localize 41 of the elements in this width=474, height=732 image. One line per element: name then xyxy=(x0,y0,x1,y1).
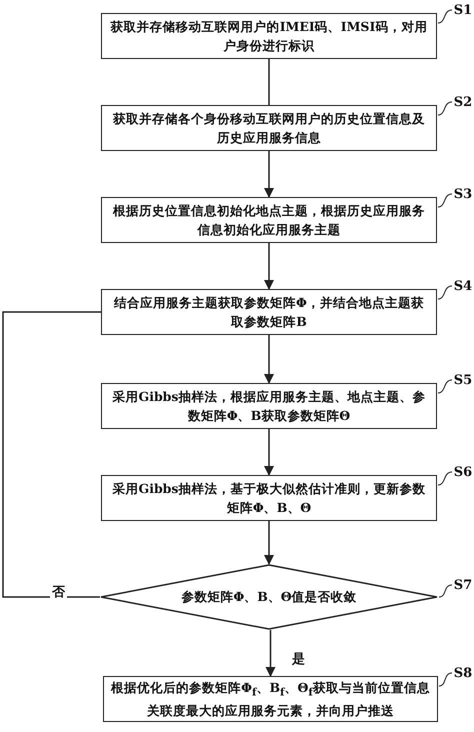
step-text: 根据优化后的参数矩阵Φ$_{f}$、B$_{f}$、Θ$_{f}$获取与当前位置信息关联度最大的应用服务元素，并向用户推送 xyxy=(110,679,431,720)
leader-line xyxy=(438,380,452,394)
process-box xyxy=(101,475,437,521)
step-text: 结合应用服务主题获取参数矩阵Φ，并结合地点主题获取参数矩阵B xyxy=(112,294,425,331)
step-label: S8 xyxy=(454,666,472,680)
step-label: S1 xyxy=(454,4,472,16)
step-text: 获取并存储移动互联网用户的IMEI码、IMSI码，对用户身份进行标识 xyxy=(110,18,428,55)
leader-line xyxy=(438,102,452,116)
connector-line xyxy=(2,311,101,598)
step-label: S3 xyxy=(454,188,472,200)
leader-line xyxy=(438,286,452,300)
step-label: S7 xyxy=(454,578,472,592)
leader-line xyxy=(438,10,452,24)
connector-line xyxy=(268,59,270,105)
step-label: S6 xyxy=(454,466,472,478)
step-text: 采用Gibbs抽样法，根据应用服务主题、地点主题、参数矩阵Φ、B获取参数矩阵Θ xyxy=(112,388,426,425)
leader-line xyxy=(438,472,452,486)
step-text: 根据历史位置信息初始化地点主题，根据历史应用服务信息初始化应用服务主题 xyxy=(112,202,426,239)
arrow xyxy=(266,630,276,677)
process-box xyxy=(101,197,437,243)
edge-label: 否 xyxy=(50,583,67,601)
step-label: S2 xyxy=(454,96,472,108)
arrow xyxy=(264,521,274,565)
step-label: S5 xyxy=(454,374,472,386)
decision-diamond xyxy=(100,564,438,630)
step-text: 采用Gibbs抽样法，基于极大似然估计准则，更新参数矩阵Φ、B、Θ xyxy=(112,480,426,517)
arrow xyxy=(264,429,274,476)
leader-line xyxy=(438,194,452,208)
arrow xyxy=(264,335,274,384)
process-box xyxy=(101,13,437,59)
process-box xyxy=(101,105,437,151)
step-text: 参数矩阵Φ、B、Θ值是否收敛 xyxy=(181,588,357,606)
leader-line xyxy=(438,584,452,598)
process-box xyxy=(101,289,437,335)
step-label: S4 xyxy=(454,280,472,292)
leader-line xyxy=(438,672,452,686)
arrow xyxy=(264,151,274,198)
step-text: 获取并存储各个身份移动互联网用户的历史位置信息及历史应用服务信息 xyxy=(112,110,426,147)
edge-label: 是 xyxy=(290,650,307,668)
arrow xyxy=(264,243,274,290)
process-box xyxy=(101,383,437,429)
